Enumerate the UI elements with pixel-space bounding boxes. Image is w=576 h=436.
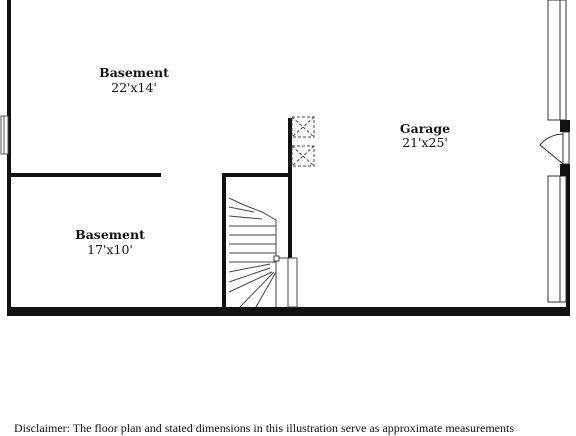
room-garage: Garage 21'x25' xyxy=(400,121,450,150)
room-dimensions: 17'x10' xyxy=(87,242,133,257)
stair-newel xyxy=(273,255,280,262)
room-basement-main: Basement 22'x14' xyxy=(99,65,169,95)
garage-door-upper xyxy=(547,0,567,121)
room-basement-small: Basement 17'x10' xyxy=(75,227,145,257)
utility-boxes xyxy=(291,116,315,167)
garage-doors xyxy=(547,0,567,303)
staircase xyxy=(228,197,298,308)
room-name: Basement xyxy=(99,65,169,80)
left-window xyxy=(0,115,9,155)
disclaimer-text: Disclaimer: The floor plan and stated di… xyxy=(14,421,514,435)
stair-railing xyxy=(287,257,298,308)
garage-wall xyxy=(288,118,292,258)
room-name: Garage xyxy=(400,121,450,136)
bottom-wall xyxy=(7,307,569,316)
room-dimensions: 21'x25' xyxy=(402,135,448,150)
room-name: Basement xyxy=(75,227,145,242)
garage-door-lower xyxy=(547,175,567,303)
stair-enclosure-top xyxy=(222,173,292,177)
walls xyxy=(7,0,570,316)
room-dimensions: 22'x14' xyxy=(111,80,157,95)
interior-wall-horizontal xyxy=(7,173,161,177)
stair-enclosure-left xyxy=(222,173,226,313)
left-wall xyxy=(7,0,11,316)
right-wall-lower xyxy=(566,175,570,316)
side-door xyxy=(539,131,570,165)
